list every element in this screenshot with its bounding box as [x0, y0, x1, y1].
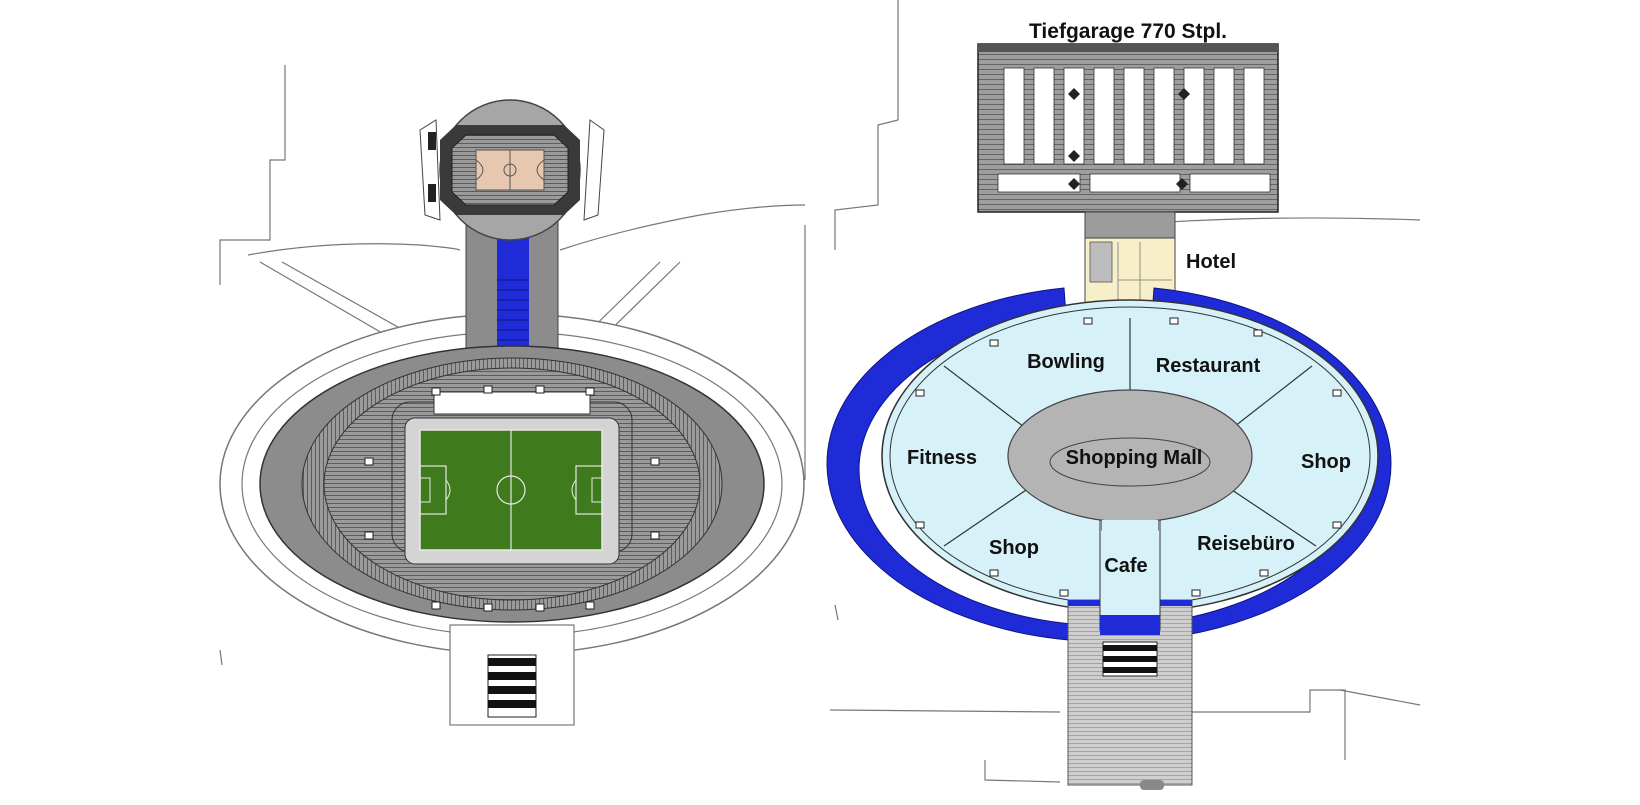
arena-building: [419, 99, 605, 241]
vomitory-markers: [364, 385, 660, 612]
garage-label: Tiefgarage 770 Stpl.: [1029, 20, 1227, 43]
zone-label-restaurant: Restaurant: [1156, 355, 1261, 377]
site-outline-left: [219, 65, 806, 666]
hotel-label: Hotel: [1186, 251, 1236, 273]
mall-door-markers: [915, 317, 1342, 597]
football-pitch: [419, 429, 603, 551]
cafe-corridor: [1099, 519, 1161, 631]
stadium-plan: [219, 65, 806, 726]
zone-label-shopping-mall: Shopping Mall: [1066, 447, 1203, 469]
entrance-stairs: [487, 654, 537, 718]
press-box: [433, 391, 591, 415]
underground-garage: [977, 43, 1279, 213]
zone-dividers: [943, 318, 1317, 547]
zone-label-shop-left: Shop: [989, 537, 1039, 559]
zone-label-bowling: Bowling: [1027, 351, 1105, 373]
mall-plan: Tiefgarage 770 Stpl. Hotel: [826, 0, 1421, 790]
zone-label-reisebuero: Reisebüro: [1197, 533, 1295, 555]
site-outline-right: [829, 0, 1421, 783]
mall-entrance-stairs: [1102, 641, 1158, 677]
mall-atrium: [1049, 437, 1211, 487]
zone-label-fitness: Fitness: [907, 447, 977, 469]
zone-label-cafe: Cafe: [1104, 555, 1147, 577]
zone-label-shop-right: Shop: [1301, 451, 1351, 473]
